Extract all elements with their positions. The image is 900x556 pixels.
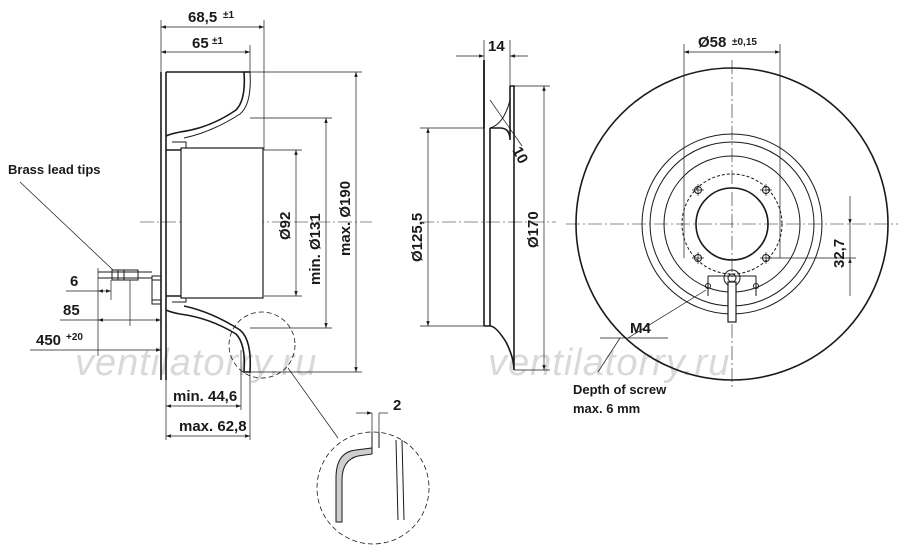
watermark-right: ventilatorry.ru <box>488 342 730 384</box>
detail-wall <box>335 447 373 523</box>
dim-min-depth: min. 44,6 <box>173 388 237 405</box>
blade-top <box>165 71 246 137</box>
dim-ring-outer-diameter: Ø170 <box>525 211 542 248</box>
motor-body <box>180 147 264 299</box>
watermark-left: ventilatorry.ru <box>75 342 317 384</box>
label-brass-lead-tips: Brass lead tips <box>8 162 101 177</box>
dim-impeller-max-diameter: max. Ø190 <box>337 181 354 256</box>
dim-inlet-min-diameter: min. Ø131 <box>307 213 324 285</box>
dim-bolt-circle-tol: ±0,15 <box>732 37 757 48</box>
side-view <box>98 71 372 380</box>
dim-overall-length: 68,5 <box>188 9 217 26</box>
dim-max-depth: max. 62,8 <box>179 418 247 435</box>
earth-lug <box>707 269 757 323</box>
front-view: Ø58 ±0,15 32,7 M4 Depth of screw max. 6 … <box>566 34 898 416</box>
label-screw-depth-line1: Depth of screw <box>573 382 667 397</box>
dim-ring-angle: 10 <box>508 144 531 167</box>
dim-wall-thickness: 2 <box>393 397 401 414</box>
dim-lead-length-tol: +20 <box>66 332 83 343</box>
inlet-ring-view: 14 10 Ø125,5 Ø170 <box>409 38 556 371</box>
dim-impeller-length: 65 <box>192 35 209 52</box>
dim-lead-b: 85 <box>63 302 80 319</box>
label-thread-m4: M4 <box>630 320 651 337</box>
dim-ring-width: 14 <box>488 38 505 55</box>
dim-ring-inner-diameter: Ø125,5 <box>409 213 426 262</box>
dim-lead-length: 450 <box>36 332 61 349</box>
dim-bolt-circle: Ø58 <box>698 34 726 51</box>
detail-view: 2 <box>228 311 430 545</box>
dim-impeller-length-tol: ±1 <box>212 36 223 47</box>
ring-lip <box>483 60 491 327</box>
dim-overall-length-tol: ±1 <box>223 10 234 21</box>
side-dimensions: 68,5 ±1 65 ±1 Ø92 min. Ø131 max. Ø190 6 … <box>8 9 362 440</box>
label-screw-depth-line2: max. 6 mm <box>573 401 640 416</box>
dim-offset: 32,7 <box>831 239 848 268</box>
dim-motor-diameter: Ø92 <box>277 212 294 240</box>
dim-lead-a: 6 <box>70 273 78 290</box>
